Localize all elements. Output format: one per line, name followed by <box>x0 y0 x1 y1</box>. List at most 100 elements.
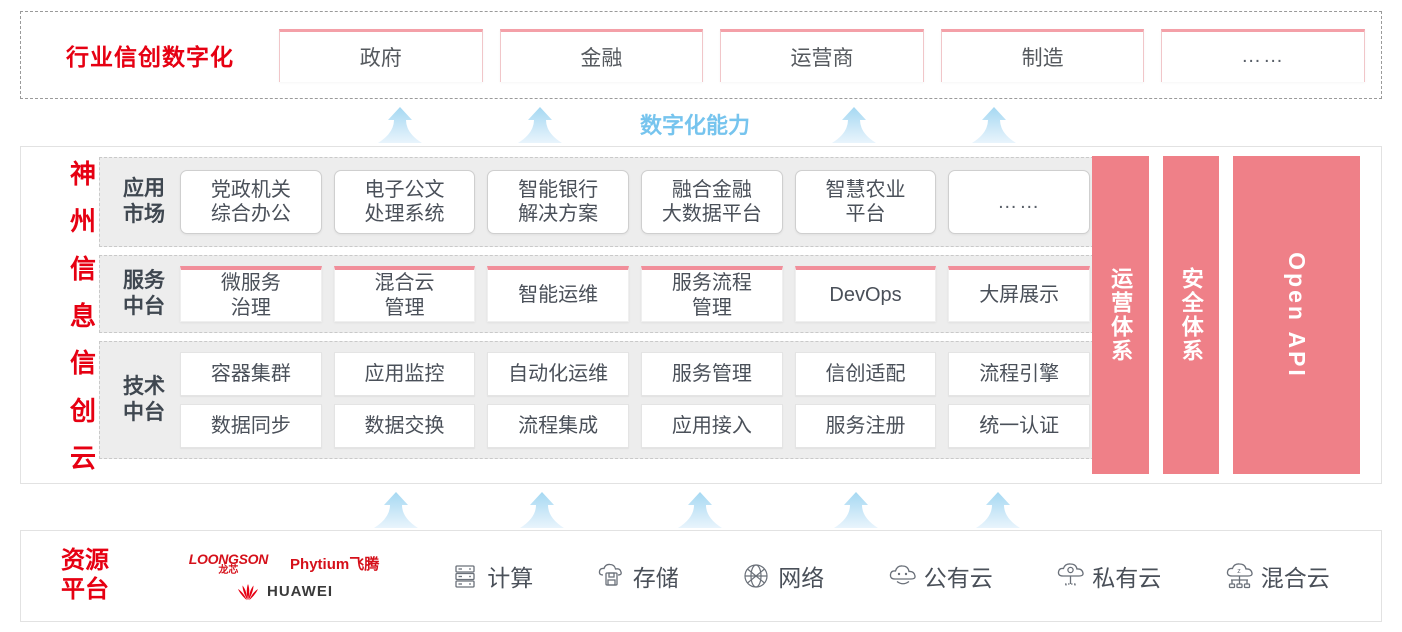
service-card-text: 混合云 管理 <box>374 272 435 319</box>
svg-text:z: z <box>1237 568 1241 575</box>
service-card-text: 智能运维 <box>518 284 599 307</box>
tech-card-app-access[interactable]: 应用接入 <box>641 404 783 448</box>
service-card-list: 微服务 治理 混合云 管理 智能运维 服务流程 管理 DevOps 大屏展示 <box>180 256 1091 332</box>
tech-card-unified-auth[interactable]: 统一认证 <box>948 404 1091 448</box>
pillar-label: Open API <box>1284 251 1311 379</box>
pillar-list: 运营体系 安全体系 Open API <box>1092 156 1361 474</box>
service-card-text: 微服务 治理 <box>220 272 281 319</box>
huawei-flower-icon <box>235 583 261 601</box>
app-card-fintech-bigdata[interactable]: 融合金融 大数据平台 <box>641 170 783 234</box>
app-card-text: 电子公文 处理系统 <box>364 178 445 225</box>
capability-label: 数字化能力 <box>640 113 751 138</box>
resource-title-line: 资源 <box>61 547 109 575</box>
resource-arrow-strip <box>0 488 1402 530</box>
tech-card-row: 数据同步 数据交换 流程集成 应用接入 服务注册 统一认证 <box>180 404 1091 448</box>
hybrid-cloud-icon: z <box>1224 561 1254 591</box>
resource-item-network[interactable]: 网络 <box>741 559 824 593</box>
loongson-logo-en: LOONGSON <box>188 550 269 567</box>
resource-item-storage[interactable]: 存储 <box>596 559 679 593</box>
resource-platform-title: 资源 平台 <box>21 547 149 605</box>
tech-card-xinchuang-adaptation[interactable]: 信创适配 <box>794 352 937 396</box>
industry-box-list: 政府 金融 运营商 制造 …… <box>279 28 1381 82</box>
cloud-layer-list: 应用 市场 党政机关 综合办公 电子公文 处理系统 智能银行 解决方案 融合金融… <box>99 157 1099 475</box>
layer-label-tech-platform: 技术 中台 <box>108 374 180 425</box>
app-card-more[interactable]: …… <box>948 170 1091 234</box>
loongson-logo-cn: 龙芯 <box>218 564 239 576</box>
tech-card-data-sync[interactable]: 数据同步 <box>180 404 322 448</box>
cloud-title-char: 神 <box>69 159 96 189</box>
pillar-open-api[interactable]: Open API <box>1233 156 1361 474</box>
cloud-title-char: 云 <box>69 442 96 473</box>
service-card-text: DevOps <box>829 284 902 307</box>
cloud-title-char: 息 <box>69 300 96 331</box>
layer-label-line: 应用 <box>123 177 165 201</box>
up-arrow-icon <box>368 490 424 530</box>
service-card-service-process-mgmt[interactable]: 服务流程 管理 <box>641 266 783 322</box>
app-market-card-list: 党政机关 综合办公 电子公文 处理系统 智能银行 解决方案 融合金融 大数据平台… <box>180 158 1091 246</box>
service-card-hybrid-cloud-mgmt[interactable]: 混合云 管理 <box>333 266 476 322</box>
cloud-title-char: 州 <box>69 206 96 237</box>
layer-label-app-market: 应用 市场 <box>108 176 180 227</box>
tech-card-process-engine[interactable]: 流程引擎 <box>948 352 1091 396</box>
tech-card-process-integration[interactable]: 流程集成 <box>487 404 630 448</box>
cloud-storage-icon <box>596 561 626 591</box>
resource-item-list: 计算 存储 <box>419 559 1381 593</box>
app-card-smart-agriculture[interactable]: 智慧农业 平台 <box>794 170 937 234</box>
layer-label-line: 技术 <box>123 375 165 399</box>
layer-label-line: 服务 <box>123 269 165 293</box>
vendor-logo-row: HUAWEI <box>235 583 333 601</box>
up-arrow-icon <box>970 490 1026 530</box>
pillar-operations-system[interactable]: 运营体系 <box>1092 156 1149 474</box>
vendor-logo-row: LOONGSON 龙芯 Phytium飞腾 <box>189 552 379 576</box>
up-arrow-icon <box>966 105 1022 145</box>
industry-box-manufacturing[interactable]: 制造 <box>940 28 1145 82</box>
private-cloud-icon <box>1055 561 1085 591</box>
app-card-e-document[interactable]: 电子公文 处理系统 <box>333 170 476 234</box>
tech-card-service-registry[interactable]: 服务注册 <box>794 404 937 448</box>
resource-item-compute[interactable]: 计算 <box>450 559 533 593</box>
resource-item-private-cloud[interactable]: 私有云 <box>1055 559 1161 593</box>
service-card-text: 大屏展示 <box>979 284 1060 307</box>
service-card-microservice-governance[interactable]: 微服务 治理 <box>180 266 322 322</box>
pillar-label: 运营体系 <box>1108 267 1134 363</box>
app-card-smart-bank[interactable]: 智能银行 解决方案 <box>487 170 630 234</box>
loongson-logo: LOONGSON 龙芯 <box>188 550 269 576</box>
public-cloud-icon <box>887 561 917 591</box>
pillar-security-system[interactable]: 安全体系 <box>1162 156 1220 474</box>
cloud-title-char: 信 <box>69 253 96 284</box>
industry-box-carrier[interactable]: 运营商 <box>720 28 924 82</box>
resource-item-label: 计算 <box>487 565 534 591</box>
server-icon <box>450 561 480 591</box>
up-arrow-icon <box>828 490 884 530</box>
tech-card-row: 容器集群 应用监控 自动化运维 服务管理 信创适配 流程引擎 <box>180 352 1091 396</box>
tech-card-service-mgmt[interactable]: 服务管理 <box>641 352 783 396</box>
resource-item-label: 混合云 <box>1260 565 1330 591</box>
resource-item-public-cloud[interactable]: 公有云 <box>887 559 993 593</box>
layer-label-line: 中台 <box>123 401 165 424</box>
layer-tech-platform: 技术 中台 容器集群 应用监控 自动化运维 服务管理 信创适配 流程引擎 数据同… <box>99 341 1099 459</box>
vendor-logo-list: LOONGSON 龙芯 Phytium飞腾 <box>149 552 419 601</box>
tech-card-container-cluster[interactable]: 容器集群 <box>180 352 322 396</box>
tech-card-data-exchange[interactable]: 数据交换 <box>333 404 476 448</box>
app-card-text: 智能银行 解决方案 <box>518 178 599 225</box>
industry-box-more[interactable]: …… <box>1161 28 1365 82</box>
huawei-logo: HUAWEI <box>235 583 333 601</box>
industry-box-government[interactable]: 政府 <box>279 28 483 82</box>
up-arrow-icon <box>372 105 428 145</box>
industry-box-finance[interactable]: 金融 <box>499 28 704 82</box>
layer-label-service-platform: 服务 中台 <box>108 268 180 319</box>
up-arrow-icon <box>826 105 882 145</box>
layer-app-market: 应用 市场 党政机关 综合办公 电子公文 处理系统 智能银行 解决方案 融合金融… <box>99 157 1099 247</box>
tech-card-app-monitoring[interactable]: 应用监控 <box>333 352 476 396</box>
resource-platform-panel: 资源 平台 LOONGSON 龙芯 Phytium飞腾 <box>20 530 1382 622</box>
tech-card-automated-ops[interactable]: 自动化运维 <box>487 352 630 396</box>
app-card-text: 智慧农业 平台 <box>825 178 906 225</box>
app-card-gov-office[interactable]: 党政机关 综合办公 <box>180 170 322 234</box>
resource-item-hybrid-cloud[interactable]: z 混合云 <box>1224 559 1330 593</box>
up-arrow-icon <box>512 105 568 145</box>
layer-service-platform: 服务 中台 微服务 治理 混合云 管理 智能运维 服务流程 管理 DevOps <box>99 255 1099 333</box>
layer-label-line: 市场 <box>123 203 165 226</box>
service-card-dashboard[interactable]: 大屏展示 <box>948 266 1091 322</box>
service-card-aiops[interactable]: 智能运维 <box>487 266 630 322</box>
service-card-devops[interactable]: DevOps <box>794 266 937 322</box>
